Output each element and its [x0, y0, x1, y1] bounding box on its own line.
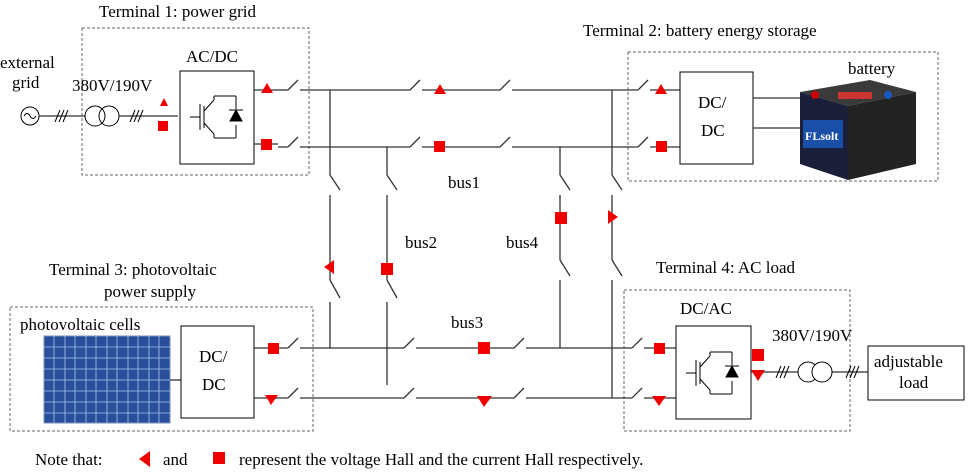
terminal4-title: Terminal 4: AC load [656, 258, 796, 277]
bus1-upper-line [278, 79, 680, 91]
dcdc-label-bottom: DC [701, 121, 725, 140]
three-phase-mark-4-icon [845, 365, 860, 379]
pv-cells-label: photovoltaic cells [20, 315, 140, 334]
acdc-converter [179, 70, 255, 165]
vertical-tie-lines [329, 90, 623, 398]
bus3-label: bus3 [451, 313, 483, 332]
adjustable-load-label-2: load [899, 373, 929, 392]
voltage-hall-icon [652, 396, 666, 406]
bus1-label: bus1 [448, 173, 480, 192]
igbt-diode-2-icon [686, 351, 739, 395]
voltage-hall-icon [751, 370, 765, 381]
terminal2-box [627, 51, 939, 182]
three-phase-mark-3-icon [775, 365, 790, 379]
current-hall-icon [654, 343, 665, 354]
voltage-hall-icon [160, 98, 168, 106]
note-suffix: represent the voltage Hall and the curre… [239, 450, 643, 469]
bus3-lower-line [254, 387, 676, 399]
dcdc2-label-top: DC/ [199, 347, 228, 366]
current-hall-icon [268, 343, 279, 354]
bus2-label: bus2 [405, 233, 437, 252]
voltage-hall-icon [261, 83, 273, 93]
bus4-label: bus4 [506, 233, 539, 252]
battery-brand: FLsolt [805, 129, 838, 143]
terminal1-title: Terminal 1: power grid [99, 2, 256, 21]
terminal4-box [623, 289, 851, 432]
terminal3-title-line2: power supply [104, 282, 197, 301]
voltage-hall-icon [655, 84, 667, 94]
current-hall-icon [656, 141, 667, 152]
voltage-hall-legend-icon [139, 451, 150, 467]
bus3-upper-line [254, 337, 676, 349]
adjustable-load-label-1: adjustable [874, 352, 943, 371]
current-hall-legend-icon [213, 452, 225, 464]
dcdc-converter-pv [180, 325, 255, 419]
transformer2-label: 380V/190V [772, 326, 853, 345]
voltage-hall-icon [477, 396, 492, 407]
transformer2-icon [797, 361, 833, 383]
voltage-hall-icon [608, 210, 618, 224]
current-hall-icon [261, 139, 272, 150]
voltage-hall-icon [265, 395, 278, 405]
terminal2-title: Terminal 2: battery energy storage [583, 21, 817, 40]
current-hall-icon [158, 121, 168, 131]
terminal1-box [81, 27, 310, 176]
three-phase-mark-icon [54, 109, 69, 123]
current-hall-icon [752, 349, 764, 361]
acdc-label: AC/DC [186, 47, 238, 66]
transformer1-icon [84, 105, 120, 127]
external-grid-label-2: grid [12, 73, 40, 92]
dcdc-converter-battery [679, 71, 754, 165]
transformer1-label: 380V/190V [72, 76, 153, 95]
terminal3-title-line1: Terminal 3: photovoltaic [49, 260, 217, 279]
current-hall-icon [555, 212, 567, 224]
terminal3-box [9, 306, 314, 432]
three-phase-mark-2-icon [129, 109, 144, 123]
igbt-diode-icon [190, 95, 243, 139]
note-and: and [163, 450, 188, 469]
battery-label: battery [848, 59, 896, 78]
current-hall-icon [434, 141, 445, 152]
external-grid-label-1: external [0, 53, 55, 72]
voltage-hall-icon [324, 260, 334, 274]
adjustable-load-box [867, 345, 965, 401]
dcdc-label-top: DC/ [698, 93, 727, 112]
battery-icon [800, 80, 916, 180]
dcdc2-label-bottom: DC [202, 375, 226, 394]
pv-panel-icon [43, 335, 171, 424]
bus1-lower-line [278, 136, 680, 148]
current-hall-icon [478, 342, 490, 354]
ac-source-icon [20, 106, 40, 126]
note-prefix: Note that: [35, 450, 103, 469]
current-hall-icon [381, 263, 393, 275]
voltage-hall-icon [434, 84, 446, 94]
dcac-label: DC/AC [680, 299, 732, 318]
